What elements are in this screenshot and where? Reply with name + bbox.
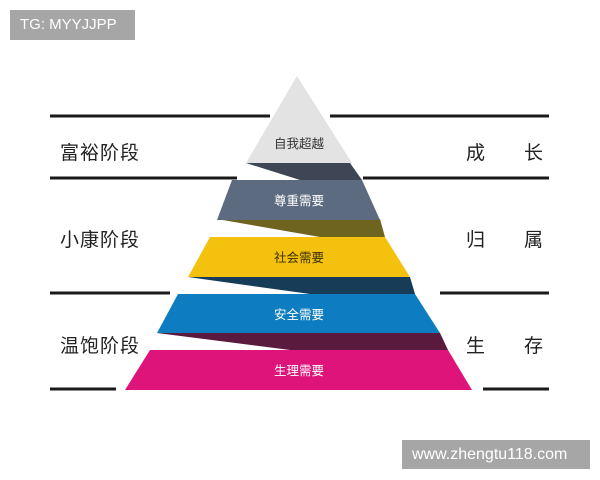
survival-label-char2: 存 <box>524 335 544 357</box>
growth-label-char2: 长 <box>524 142 544 164</box>
site-watermark: www.zhengtu118.com <box>402 440 590 469</box>
divider-lines <box>50 114 549 391</box>
tier-self-transcendence <box>246 76 352 163</box>
fold-shadow <box>217 219 385 237</box>
survival-label-char1: 生 <box>466 335 486 357</box>
tier-label: 生理需要 <box>274 363 324 378</box>
stage-label-moderately-prosperous: 小康阶段 <box>60 229 141 251</box>
tier-label: 自我超越 <box>274 136 325 151</box>
tier-safety-needs <box>157 294 440 333</box>
growth-label-char1: 成 <box>466 142 486 164</box>
fold-shadow <box>246 163 362 180</box>
stage-label-wealthy: 富裕阶段 <box>60 142 141 164</box>
tier-label: 社会需要 <box>274 250 324 265</box>
tier-physiological-needs <box>125 350 472 390</box>
tg-watermark: TG: MYYJJPP <box>10 10 135 40</box>
tier-social-needs <box>188 237 410 277</box>
belonging-label-char1: 归 <box>466 229 486 251</box>
tier-label: 尊重需要 <box>274 193 324 208</box>
fold-shadow <box>188 277 415 294</box>
belonging-label-char2: 属 <box>524 229 544 251</box>
tier-esteem-needs <box>217 180 380 220</box>
stage-label-subsistence: 温饱阶段 <box>60 335 141 357</box>
tier-label: 安全需要 <box>274 307 324 322</box>
fold-shadow <box>157 333 448 350</box>
